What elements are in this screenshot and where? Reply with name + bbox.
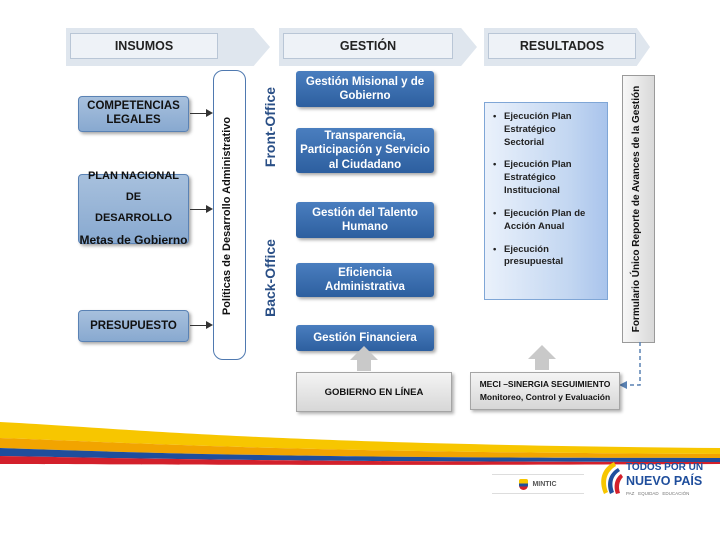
- formulario-box: Formulario Único Reporte de Avances de l…: [622, 75, 655, 343]
- meci-line2: Monitoreo, Control y Evaluación: [479, 392, 611, 402]
- arrow-plan-head: [206, 205, 213, 213]
- dashed-arrow: [619, 342, 641, 389]
- gestion-chevron: GESTIÓN: [279, 28, 477, 66]
- gestion-misional-box: Gestión Misional y de Gobierno: [296, 71, 434, 107]
- mintic-label: MINTIC: [532, 480, 557, 488]
- up-arrow-gobierno-stem: [357, 359, 371, 371]
- resultado-item: Ejecución Plan Estratégico Sectorial: [493, 111, 597, 149]
- gobierno-en-linea-box: GOBIERNO EN LÍNEA: [296, 372, 452, 412]
- resultados-chevron: RESULTADOS: [484, 28, 650, 66]
- competencias-legales-box: COMPETENCIAS LEGALES: [78, 96, 189, 132]
- flag-ribbon-icon: [601, 462, 623, 494]
- resultado-item: Ejecución presupuestal: [493, 244, 597, 270]
- competencias-line2: LEGALES: [106, 114, 161, 126]
- politicas-box: Políticas de Desarrollo Administrativo: [213, 70, 246, 360]
- resultados-box: Ejecución Plan Estratégico Sectorial Eje…: [484, 102, 608, 300]
- shield-icon: [519, 478, 529, 490]
- back-office-label: Back-Office: [262, 239, 278, 317]
- talento-humano-box: Gestión del Talento Humano: [296, 202, 434, 238]
- presupuesto-box: PRESUPUESTO: [78, 310, 189, 342]
- todos-tagline: PAZ EQUIDAD EDUCACIÓN: [626, 491, 690, 496]
- gestion-header: GESTIÓN: [283, 33, 453, 59]
- competencias-line1: COMPETENCIAS: [87, 100, 180, 113]
- plan-line2: DESARROLLO: [95, 212, 172, 225]
- gobierno-en-linea-label: GOBIERNO EN LÍNEA: [324, 386, 424, 398]
- up-arrow-gobierno-head: [350, 346, 378, 360]
- arrow-competencias: [190, 113, 207, 114]
- todos-line2: NUEVO PAÍS: [626, 474, 703, 488]
- arrow-plan: [190, 209, 207, 210]
- insumos-chevron: INSUMOS: [66, 28, 270, 66]
- presupuesto-label: PRESUPUESTO: [90, 320, 177, 332]
- todos-line1: TODOS POR UN: [626, 462, 704, 473]
- eficiencia-box: Eficiencia Administrativa: [296, 263, 434, 297]
- mintic-logo: MINTIC: [492, 474, 584, 494]
- formulario-label: Formulario Único Reporte de Avances de l…: [631, 85, 642, 333]
- arrow-competencias-head: [206, 109, 213, 117]
- resultados-header: RESULTADOS: [488, 33, 636, 59]
- arrow-presupuesto-head: [206, 321, 213, 329]
- resultado-item: Ejecución Plan Estratégico Institucional: [493, 159, 597, 197]
- todos-por-un-nuevo-pais-logo: TODOS POR UN NUEVO PAÍS PAZ EQUIDAD EDUC…: [596, 458, 704, 506]
- plan-line1: PLAN NACIONAL DE: [87, 170, 180, 204]
- plan-line3: Metas de Gobierno: [79, 232, 188, 247]
- meci-line1: MECI –SINERGIA SEGUIMIENTO: [479, 379, 611, 390]
- flag-swoosh: [0, 422, 720, 465]
- arrow-presupuesto: [190, 325, 207, 326]
- up-arrow-meci-head: [528, 345, 556, 359]
- up-arrow-meci-stem: [535, 358, 549, 370]
- transparencia-box: Transparencia, Participación y Servicio …: [296, 128, 434, 173]
- resultado-item: Ejecución Plan de Acción Anual: [493, 208, 605, 234]
- front-office-label: Front-Office: [262, 86, 278, 168]
- resultados-list: Ejecución Plan Estratégico Sectorial Eje…: [485, 103, 607, 269]
- politicas-label: Políticas de Desarrollo Administrativo: [221, 116, 233, 316]
- meci-box: MECI –SINERGIA SEGUIMIENTO Monitoreo, Co…: [470, 372, 620, 410]
- plan-nacional-box: PLAN NACIONAL DE DESARROLLO Metas de Gob…: [78, 170, 189, 247]
- insumos-header: INSUMOS: [70, 33, 218, 59]
